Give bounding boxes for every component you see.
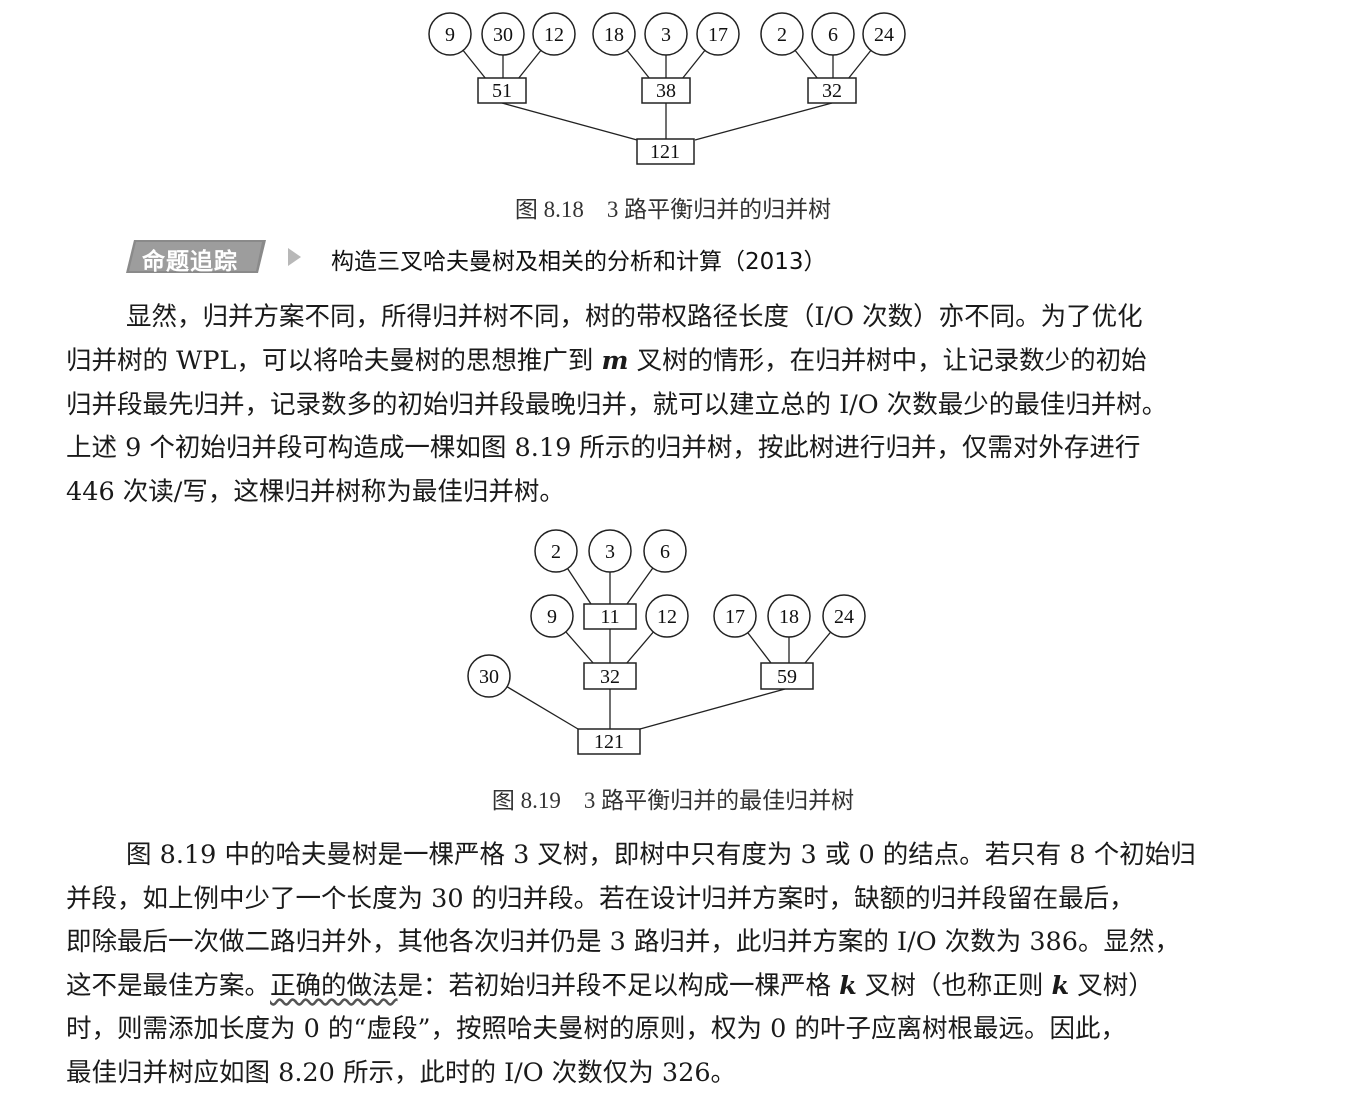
leaf-node: 12 [657,606,677,628]
leaf-node: 3 [605,541,615,563]
text-run: 是：若初始归并段不足以构成一棵严格 [397,971,840,1001]
leaf-node: 17 [725,606,745,628]
text-run: 这不是最佳方案。 [66,971,271,1001]
internal-node: 59 [777,666,797,688]
figure-8-18-merge-tree: 9 30 12 18 3 17 2 6 24 51 38 32 121 [428,12,906,165]
figure-8-19-caption: 图 8.19 3 路平衡归并的最佳归并树 [491,788,855,813]
text-run: 叉树的情形，在归并树中，让记录数少的初始 [628,346,1147,376]
internal-node: 32 [822,80,842,102]
paragraph1-line2: 归并树的 WPL，可以将哈夫曼树的思想推广到 m 叉树的情形，在归并树中，让记录… [66,340,1147,377]
triangle-arrow-icon [288,248,301,266]
root-node: 121 [650,141,680,163]
variable-k: k [1051,971,1070,1001]
leaf-node: 6 [828,24,838,46]
internal-node: 32 [600,666,620,688]
text-run: 叉树） [1069,971,1154,1001]
tag-badge-label: 命题追踪 [142,249,238,275]
paragraph2-line6: 最佳归并树应如图 8.20 所示，此时的 I/O 次数仅为 326。 [66,1058,737,1088]
variable-m: m [601,346,629,376]
leaf-node: 24 [874,24,894,46]
leaf-node: 9 [547,606,557,628]
paragraph1-line3: 归并段最先归并，记录数多的初始归并段最晚归并，就可以建立总的 I/O 次数最少的… [66,390,1168,420]
internal-node: 51 [492,80,512,102]
text-run: 叉树（也称正则 [856,971,1052,1001]
variable-k: k [839,971,857,1001]
leaf-node: 2 [777,24,787,46]
internal-node: 11 [600,606,619,628]
paragraph2-line1: 图 8.19 中的哈夫曼树是一棵严格 3 叉树，即树中只有度为 3 或 0 的结… [126,840,1196,870]
paragraph1-line5: 446 次读/写，这棵归并树称为最佳归并树。 [66,477,565,507]
tag-title: 构造三叉哈夫曼树及相关的分析和计算（2013） [331,249,827,275]
paragraph1-line1: 显然，归并方案不同，所得归并树不同，树的带权路径长度（I/O 次数）亦不同。为了… [126,302,1143,332]
paragraph2-line4: 这不是最佳方案。正确的做法是：若初始归并段不足以构成一棵严格 k 叉树（也称正则… [66,965,1154,1002]
internal-node: 38 [656,80,676,102]
figure-8-19-optimal-merge-tree: 2 3 6 9 12 17 18 24 11 30 32 59 121 [467,529,866,755]
leaf-node: 3 [661,24,671,46]
leaf-node: 30 [479,666,499,688]
root-node: 121 [594,731,624,753]
leaf-node: 12 [544,24,564,46]
emphasis-underline: 正确的做法 [270,971,398,1001]
paragraph2-line3: 即除最后一次做二路归并外，其他各次归并仍是 3 路归并，此归并方案的 I/O 次… [66,927,1180,957]
paragraph1-line4: 上述 9 个初始归并段可构造成一棵如图 8.19 所示的归并树，按此树进行归并，… [66,433,1141,463]
paragraph2-line5: 时，则需添加长度为 0 的“虚段”，按照哈夫曼树的原则，权为 0 的叶子应离树根… [66,1014,1126,1044]
leaf-node: 9 [445,24,455,46]
text-run: 归并树的 WPL，可以将哈夫曼树的思想推广到 [66,346,602,376]
leaf-node: 6 [660,541,670,563]
leaf-node: 18 [604,24,624,46]
figure-8-18-caption: 图 8.18 3 路平衡归并的归并树 [514,197,832,222]
paragraph2-line2: 并段，如上例中少了一个长度为 30 的归并段。若在设计归并方案时，缺额的归并段留… [66,884,1135,914]
leaf-node: 2 [551,541,561,563]
leaf-node: 17 [708,24,728,46]
leaf-node: 24 [834,606,854,628]
leaf-node: 18 [779,606,799,628]
tag-badge-shape [126,240,266,273]
leaf-node: 30 [493,24,513,46]
